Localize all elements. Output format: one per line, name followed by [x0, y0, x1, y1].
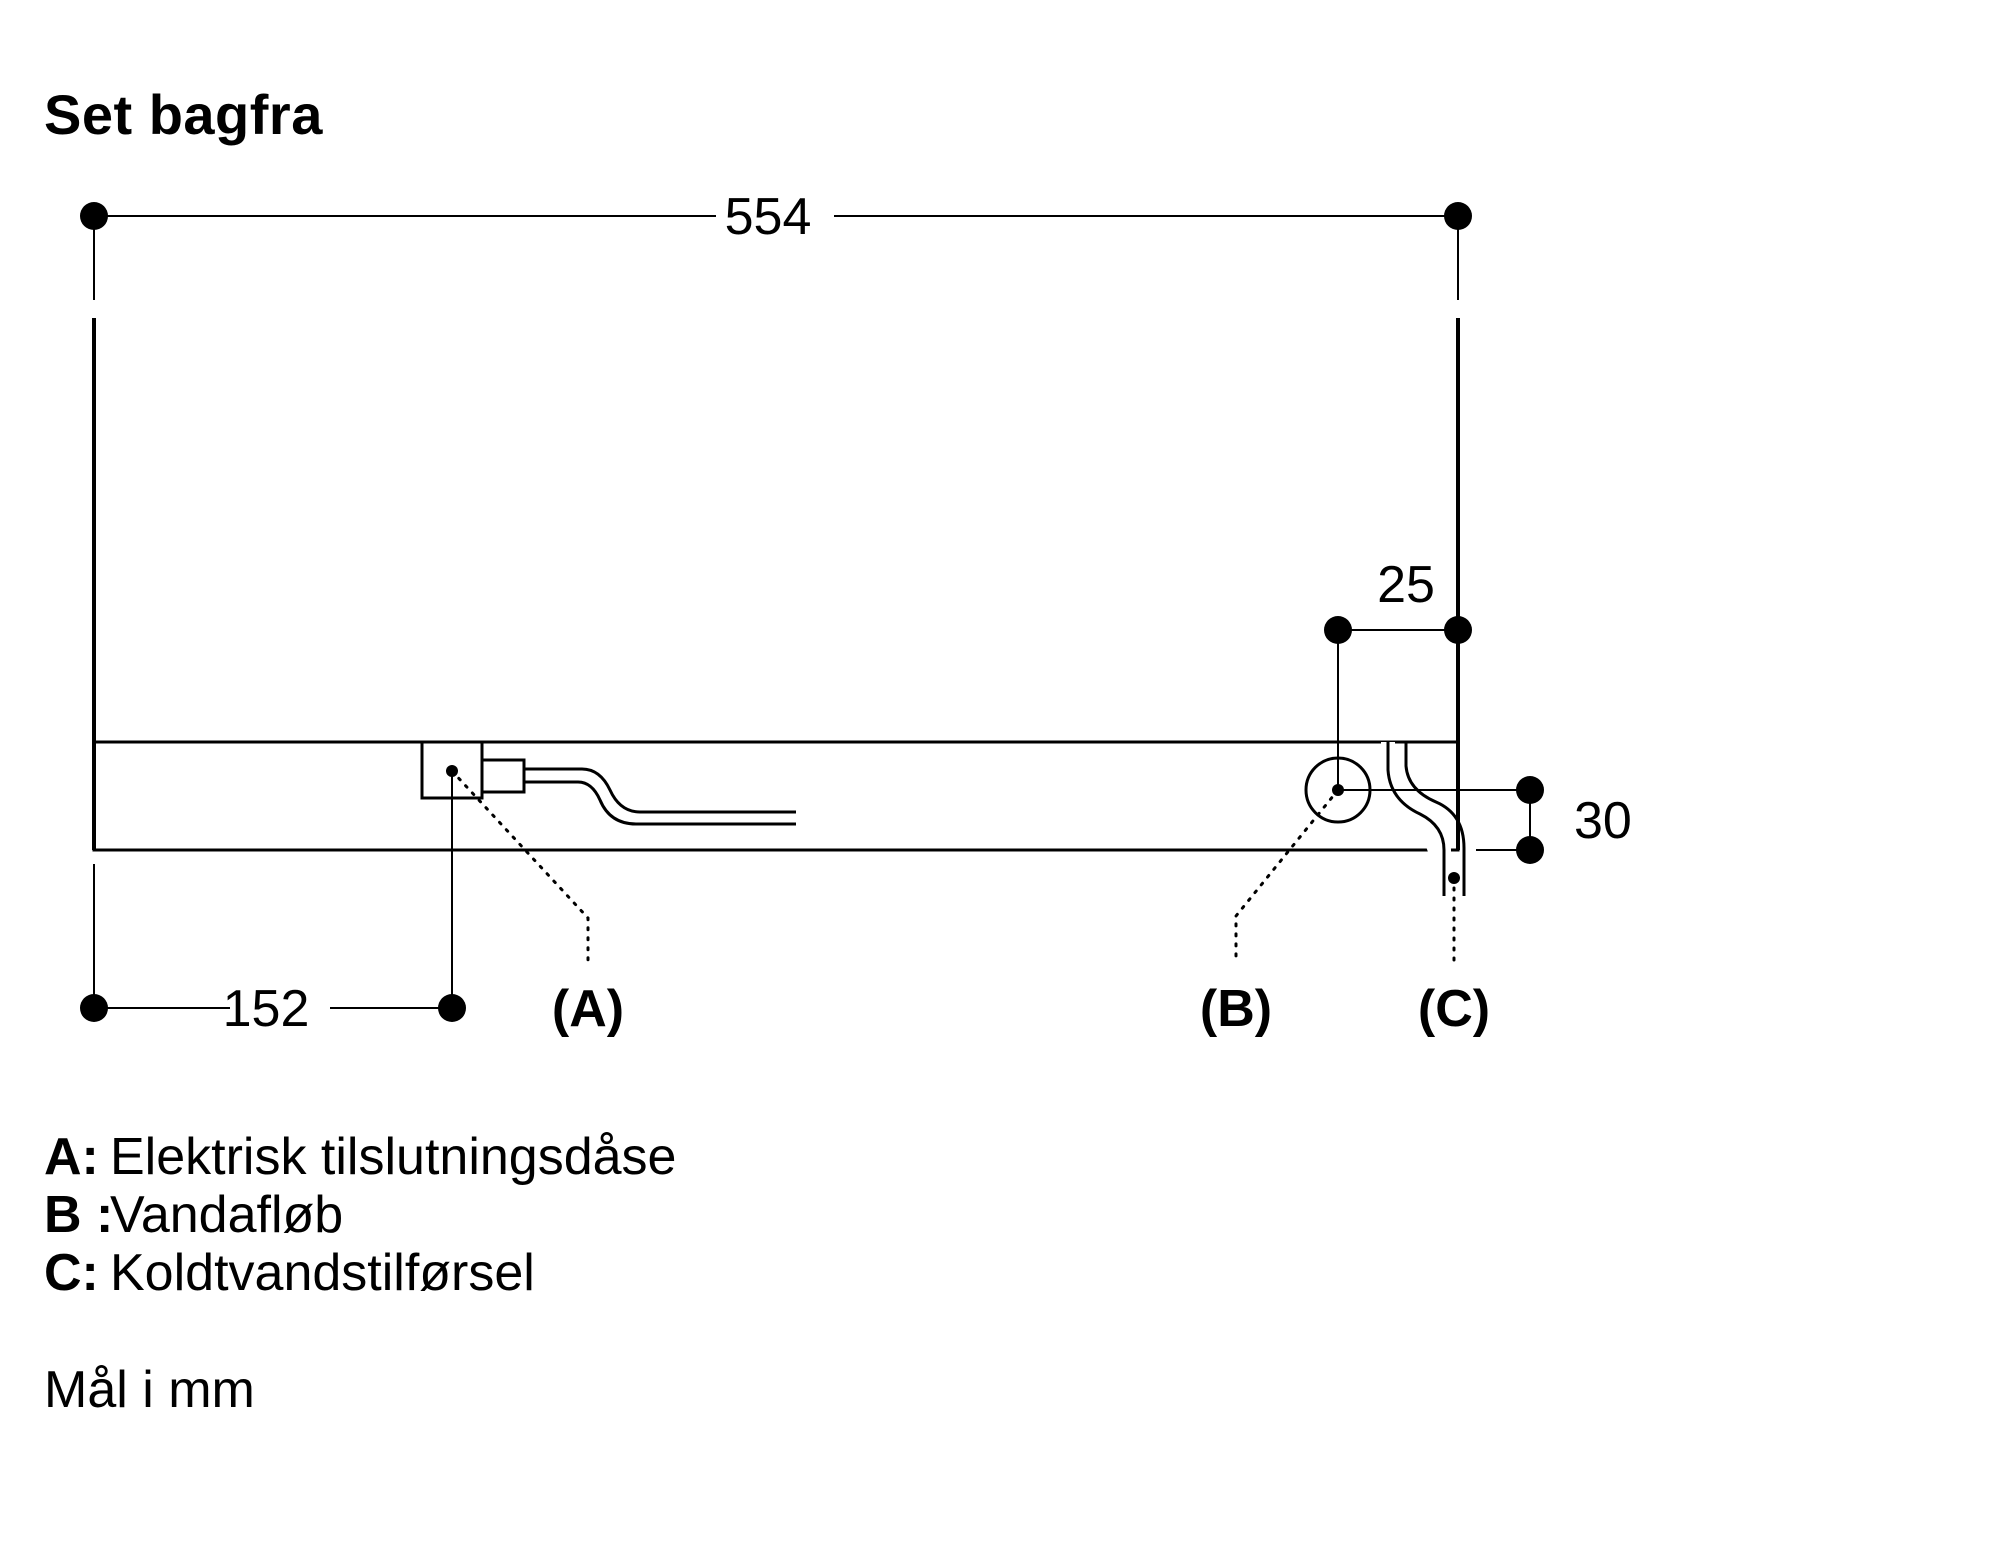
- dimension-width-total: 554: [80, 188, 1472, 300]
- legend-key-b: B :: [44, 1186, 114, 1244]
- dimension-offset-right: 25: [1324, 556, 1472, 790]
- legend-text-a: Elektrisk tilslutningsdåse: [110, 1128, 677, 1186]
- leader-b: [1234, 788, 1340, 964]
- callout-a: (A): [552, 980, 624, 1038]
- legend-text-c: Koldtvandstilførsel: [110, 1244, 535, 1302]
- callout-b: (B): [1200, 980, 1272, 1038]
- legend-key-c: C:: [44, 1244, 99, 1302]
- callout-c: (C): [1418, 980, 1490, 1038]
- legend-row-a: A:Elektrisk tilslutningsdåse: [44, 1128, 676, 1186]
- legend-text-b: Vandafløb: [110, 1186, 344, 1244]
- leader-a: [450, 769, 590, 964]
- dimension-label-30: 30: [1574, 792, 1632, 850]
- page-title: Set bagfra: [44, 83, 323, 146]
- dimension-label-554: 554: [725, 188, 812, 246]
- dimension-height-offset: 30: [1338, 776, 1632, 864]
- plinth-strip: [92, 740, 1460, 852]
- cold-water-hose: [1381, 742, 1466, 896]
- legend: A:Elektrisk tilslutningsdåse B :Vandaflø…: [44, 1128, 676, 1302]
- dimension-offset-left: 152: [80, 771, 466, 1038]
- legend-row-c: C:Koldtvandstilførsel: [44, 1244, 676, 1302]
- dimension-label-25: 25: [1377, 556, 1435, 614]
- units-note: Mål i mm: [44, 1361, 255, 1419]
- legend-row-b: B :Vandafløb: [44, 1186, 676, 1244]
- legend-key-a: A:: [44, 1128, 99, 1186]
- electrical-junction-box: [420, 740, 796, 826]
- dimension-label-152: 152: [223, 980, 310, 1038]
